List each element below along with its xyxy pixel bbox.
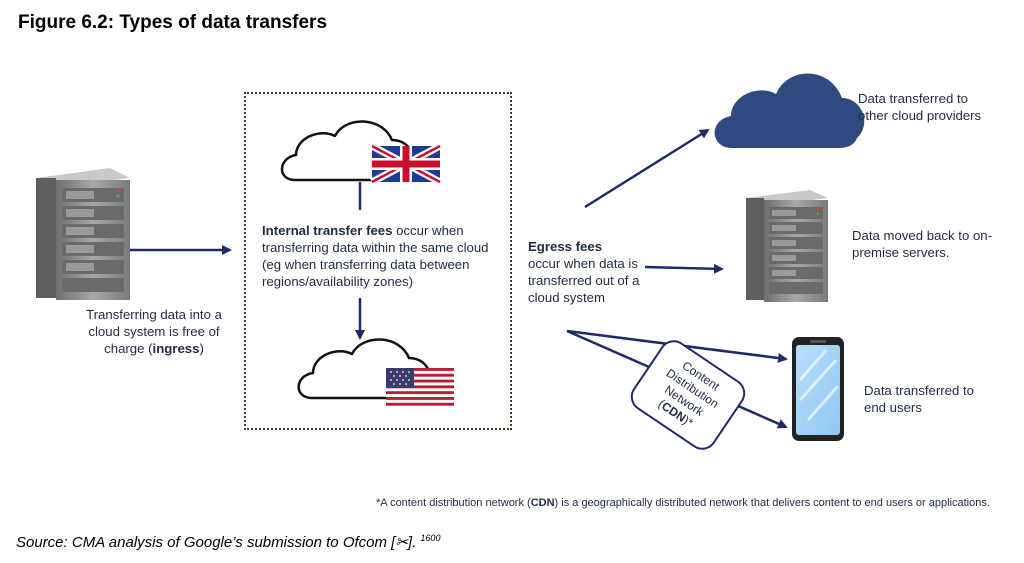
ingress-text: Transferring data into a cloud system is…: [86, 307, 222, 356]
internal-transfer-box: [244, 92, 512, 430]
egress-label: Egress fees: [528, 239, 603, 254]
on-premise-server-icon: [746, 190, 828, 302]
egress-description: occur when data is transferred out of a …: [528, 256, 640, 305]
redaction-scissors-icon: ✂: [395, 534, 408, 551]
cloud-filled-icon: [714, 73, 865, 148]
footnote-ref: 1600: [420, 533, 441, 543]
cdn-label-box: Content Distribution Network (CDN)*: [630, 340, 746, 450]
internal-transfer-text: Internal transfer fees occur when transf…: [262, 222, 502, 290]
source-citation: Source: CMA analysis of Google’s submiss…: [16, 533, 441, 551]
dest-end-users-label: Data transferred to end users: [864, 383, 974, 415]
uk-flag-icon: [370, 142, 442, 186]
figure-title: Figure 6.2: Types of data transfers: [18, 12, 328, 33]
ingress-label: ingress: [152, 341, 200, 356]
dest-cloud-providers-label: Data transferred to other cloud provider…: [858, 91, 982, 123]
egress-text: Egress fees occur when data is transferr…: [528, 238, 646, 306]
source-server-icon: [36, 168, 130, 300]
dest-on-premise-label: Data moved back to on-premise servers.: [852, 228, 993, 260]
egress-arrow-on-premise: [644, 263, 724, 274]
smartphone-icon: [792, 337, 844, 441]
internal-transfer-label: Internal transfer fees: [262, 223, 393, 238]
cdn-footnote: *A content distribution network (CDN) is…: [376, 497, 990, 509]
egress-arrow-cloud-providers: [584, 128, 710, 209]
internal-transfer-description: occur when transferring data within the …: [262, 223, 489, 289]
us-flag-icon: [386, 368, 454, 406]
